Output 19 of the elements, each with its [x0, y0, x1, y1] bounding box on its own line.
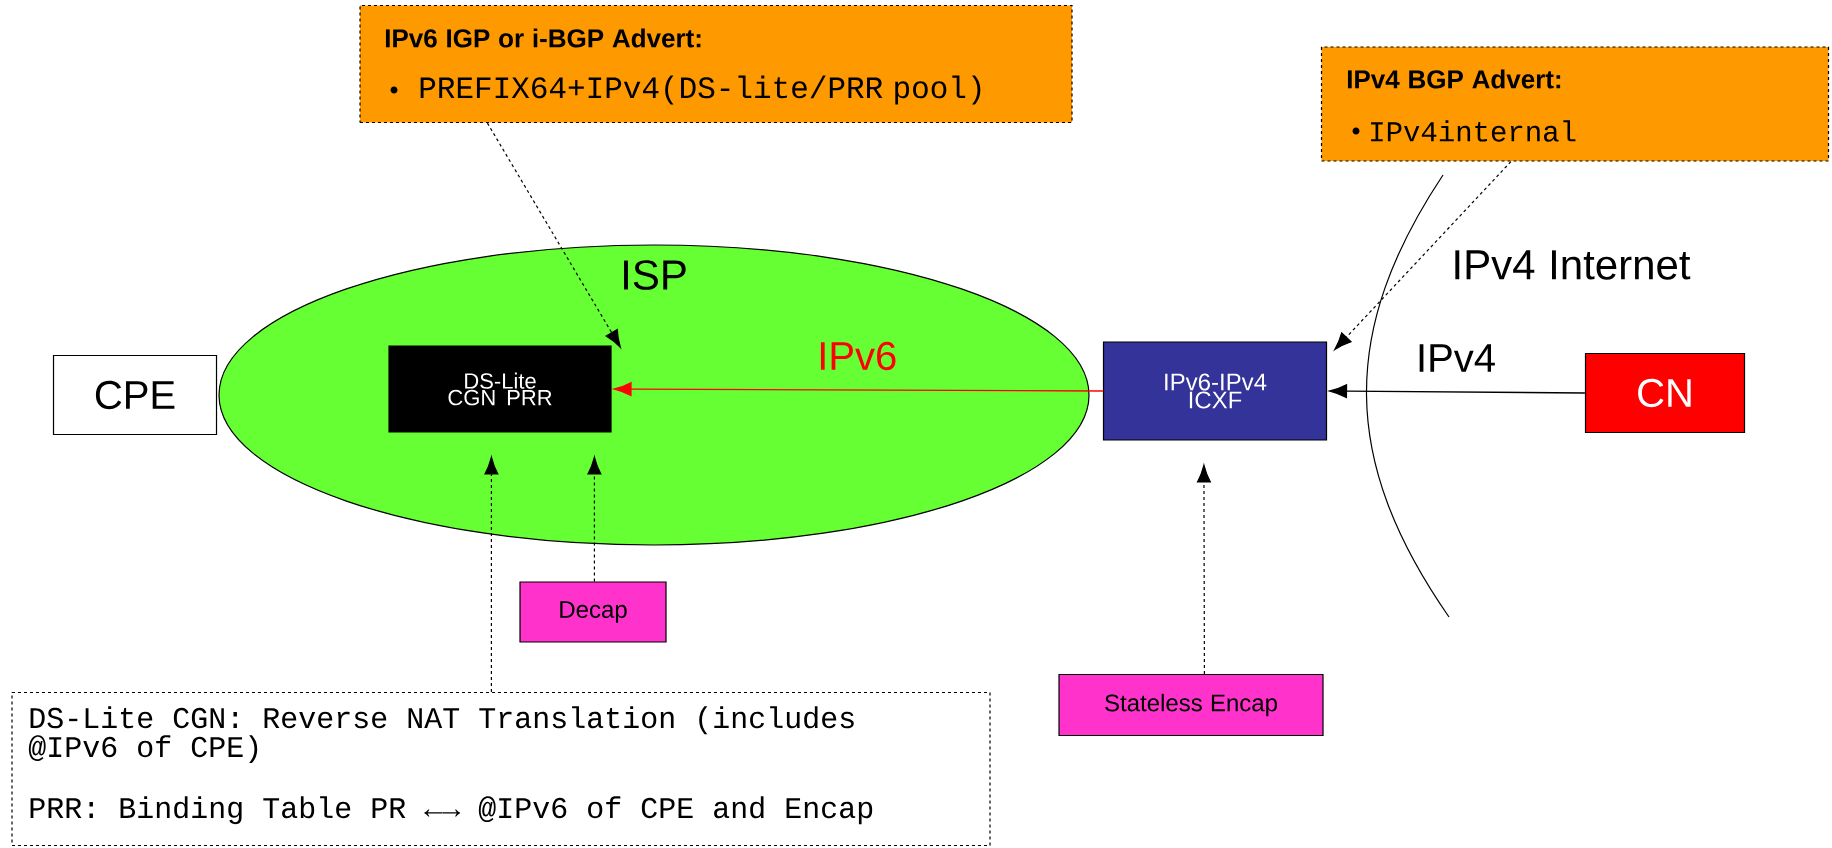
- arrow: [1334, 161, 1512, 351]
- device-box: CN: [1584, 352, 1746, 434]
- tag-box: Decap: [519, 581, 667, 643]
- arrow: [613, 382, 1104, 397]
- device-box: CPE: [52, 354, 218, 436]
- advert-box: IPv4 BGP Advert: IPv4internal: [1320, 46, 1830, 162]
- advert-box: IPv6 IGP or i-BGP Advert: PREFIX64+IPv4(DS-lite/PRR pool): [359, 4, 1073, 124]
- note-box: DS-Lite CGN: Reverse NAT Translation (includes @IPv6 of CPE) PRR: Binding Table PR ←→ @IPv6 of CPE and Encap: [11, 691, 991, 847]
- arrow: [1329, 384, 1586, 399]
- edge-label: IPv6: [820, 341, 896, 371]
- function-box: IPv6-IPv4 ICXF: [1102, 341, 1328, 441]
- arrow: [1196, 464, 1211, 675]
- edge-label: IPv4: [1419, 344, 1495, 372]
- arrow: [587, 456, 602, 582]
- region-label: IPv4 Internet: [1455, 250, 1691, 280]
- arrow: [484, 456, 499, 693]
- tag-box: Stateless Encap: [1058, 673, 1324, 737]
- arrow: [486, 122, 621, 348]
- function-box: DS-Lite CGN PRR: [388, 345, 612, 433]
